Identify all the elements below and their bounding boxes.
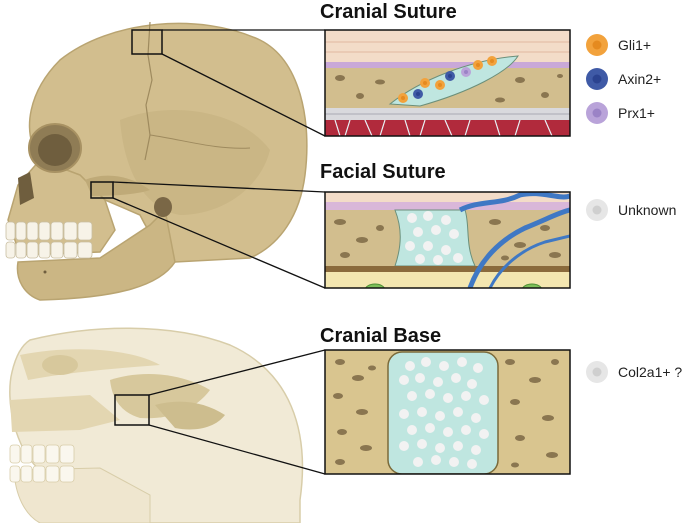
cranial-suture-cells [398,56,497,103]
title-facial-suture: Facial Suture [320,161,446,183]
leader-lines-lower [148,349,326,475]
facial-suture-cells [405,211,463,265]
legend-unknown: Unknown [586,199,676,221]
legend-gli1: Gli1+ [586,34,651,56]
legend-axin2: Axin2+ [586,68,661,90]
legend-prx1: Prx1+ [586,102,655,124]
callout-box-facial-suture [90,181,114,199]
skull-sagittal-illustration [9,327,304,523]
leader-lines-upper [112,29,326,289]
legend-prx1-label: Prx1+ [618,105,655,121]
panel-cranial-suture [325,30,570,136]
skull-lateral-illustration [5,21,308,301]
legend-unknown-label: Unknown [618,202,676,218]
panel-facial-suture [325,192,570,288]
legend-axin2-label: Axin2+ [618,71,661,87]
cranial-base-cells [399,357,489,469]
title-cranial-suture: Cranial Suture [320,1,457,23]
legend-gli1-label: Gli1+ [618,37,651,53]
legend-col2a1-label: Col2a1+ ? [618,364,682,380]
legend-col2a1: Col2a1+ ? [586,361,682,383]
callout-box-cranial-suture [131,29,163,55]
title-cranial-base: Cranial Base [320,325,441,347]
callout-box-cranial-base [114,394,150,426]
